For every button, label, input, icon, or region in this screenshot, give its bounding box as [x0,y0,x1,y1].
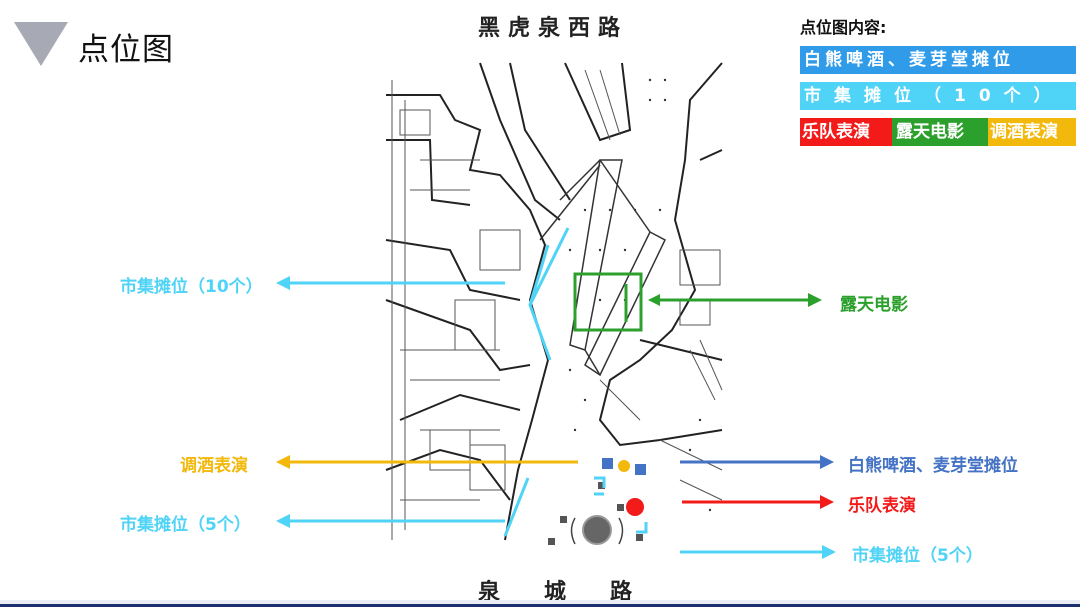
road-bottom-char-2: 城 [544,580,567,605]
legend-market-stalls: 市集摊位（10个） [800,82,1076,110]
market-stall-marker-1 [594,476,606,488]
callout-cocktail: 调酒表演 [180,456,248,476]
market-stalls-line-left-upper [528,227,570,306]
callout-market5-left: 市集摊位（5个） [120,515,251,535]
footer-bar [0,600,1080,607]
legend-cocktail: 调酒表演 [988,118,1076,146]
triangle-down-icon [14,22,68,66]
legend-band: 乐队表演 [800,118,892,146]
market-stalls-line-left-mid [528,244,552,361]
fountain-icon [582,515,612,545]
outdoor-movie-marker [573,272,643,332]
road-label-top: 黑虎泉西路 [478,16,629,41]
market-stalls-line-left-lower [503,477,530,537]
legend-outdoor-movie: 露天电影 [892,118,988,146]
cocktail-marker [618,460,630,472]
market-stall-marker-3 [636,522,648,534]
legend-heading: 点位图内容: [800,18,887,37]
callout-market5-right: 市集摊位（5个） [852,546,983,566]
beer-booth-marker-2 [635,464,646,475]
road-label-bottom: 泉城路 [478,574,676,606]
legend-beer-booth: 白熊啤酒、麦芽堂摊位 [800,46,1076,74]
band-marker [626,498,644,516]
footer-accent [0,604,1080,607]
callout-market10: 市集摊位（10个） [120,277,263,297]
beer-booth-marker-1 [602,458,613,469]
callout-outdoor-movie: 露天电影 [840,295,908,315]
page-title: 点位图 [78,32,174,68]
callout-band: 乐队表演 [848,496,916,516]
road-bottom-char-1: 泉 [478,580,501,605]
road-bottom-char-3: 路 [610,580,633,605]
callout-beer-booth: 白熊啤酒、麦芽堂摊位 [848,456,1018,476]
